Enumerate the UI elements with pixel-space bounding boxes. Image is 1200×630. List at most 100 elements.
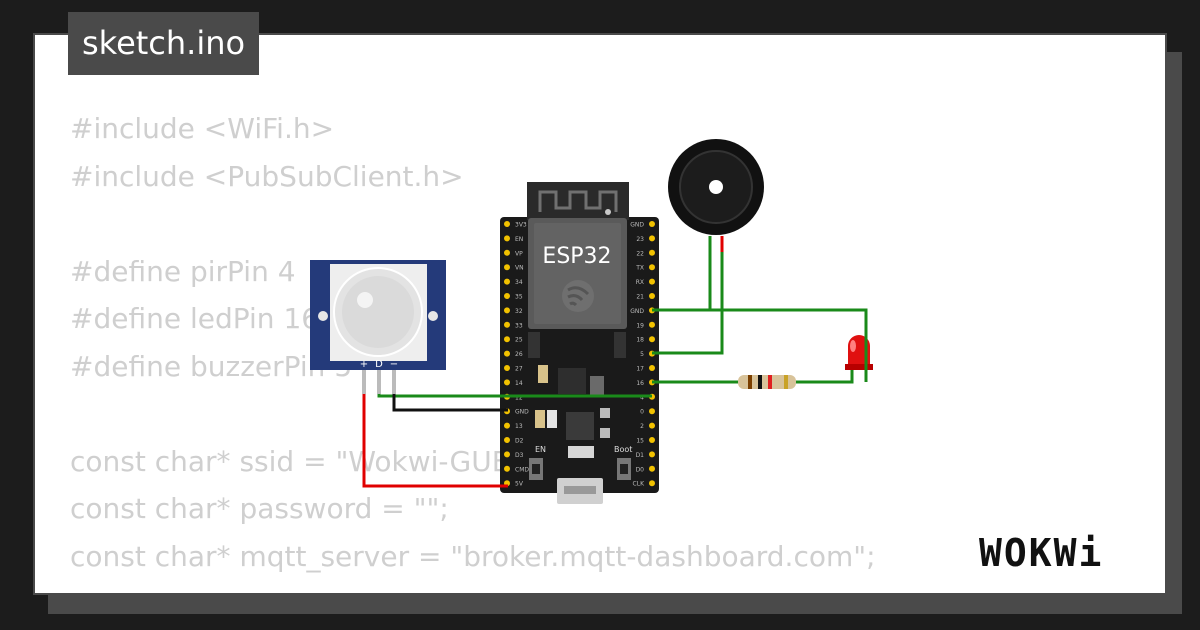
right-pin[interactable] — [649, 264, 655, 271]
right-pin-label: 19 — [636, 322, 644, 329]
right-pin[interactable] — [649, 408, 655, 415]
left-pin[interactable] — [504, 350, 510, 357]
boot-label: Boot — [614, 445, 632, 454]
left-pin[interactable] — [504, 379, 510, 386]
right-pin-label: 16 — [636, 380, 644, 387]
left-pin-label: 12 — [515, 394, 523, 401]
right-pin-label: 15 — [636, 438, 644, 445]
left-pin[interactable] — [504, 278, 510, 285]
wire-led-gnd[interactable] — [710, 308, 868, 382]
right-pin[interactable] — [649, 321, 655, 328]
right-pin-label: D1 — [636, 452, 645, 459]
left-pin-label: 32 — [515, 308, 523, 315]
left-pin[interactable] — [504, 336, 510, 343]
right-pin-label: 21 — [636, 294, 644, 301]
right-pin-label: 22 — [636, 250, 644, 257]
left-pin-label: 26 — [515, 351, 523, 358]
right-pin-label: 5 — [640, 351, 644, 358]
left-pin-label: CMD — [515, 466, 529, 473]
left-pin-label: 13 — [515, 423, 523, 430]
left-pin-label: 25 — [515, 337, 523, 344]
right-pin[interactable] — [649, 480, 655, 487]
left-pin[interactable] — [504, 307, 510, 314]
right-pin[interactable] — [649, 451, 655, 458]
left-pin-label: D3 — [515, 452, 524, 459]
left-pin[interactable] — [504, 235, 510, 242]
right-pin[interactable] — [649, 365, 655, 371]
right-pin-label: 2 — [640, 423, 644, 430]
left-pin[interactable] — [504, 422, 510, 429]
code-preview: #include <WiFi.h> #include <PubSubClient.… — [70, 105, 876, 580]
pir-pin-plus: + — [360, 359, 368, 370]
left-pin[interactable] — [504, 293, 510, 299]
wire-buzzer-signal[interactable] — [652, 236, 724, 355]
left-pin-label: 3V3 — [515, 222, 527, 229]
right-pin-label: 17 — [636, 366, 644, 373]
right-pin-label: GND — [630, 222, 644, 229]
left-pin-label: GND — [515, 409, 529, 416]
code-line: #define pirPin 4 — [70, 254, 296, 288]
left-pin-label: D2 — [515, 438, 524, 445]
left-pin[interactable] — [504, 249, 510, 256]
right-pin-label: 0 — [640, 409, 644, 416]
left-pin-label: 14 — [515, 380, 523, 387]
left-pin-label: 27 — [515, 366, 523, 373]
right-pin[interactable] — [649, 249, 655, 256]
wire-led-signal[interactable] — [652, 370, 854, 384]
code-line: #define buzzerPin 5 — [70, 349, 353, 383]
left-pin[interactable] — [504, 264, 510, 271]
right-pin[interactable] — [649, 437, 655, 443]
left-pin[interactable] — [504, 437, 510, 443]
pir-pin-data: D — [375, 359, 383, 370]
right-pin[interactable] — [649, 278, 655, 285]
right-pin[interactable] — [649, 336, 655, 343]
right-pin[interactable] — [649, 422, 655, 429]
wokwi-logo-text: WOKWi — [979, 531, 1103, 575]
esp32-board[interactable]: ESP32 EN Boot — [500, 182, 659, 504]
right-pin-label: GND — [630, 308, 644, 315]
left-pin[interactable] — [504, 321, 510, 328]
right-pin[interactable] — [649, 293, 655, 299]
code-line: const char* password = ""; — [70, 492, 449, 525]
left-pin-label: 5V — [515, 481, 524, 488]
code-line: #include <WiFi.h> — [70, 112, 335, 145]
pir-sensor-icon[interactable]: + D − — [310, 260, 446, 394]
wire-buzzer-gnd[interactable] — [652, 236, 712, 312]
left-pin-label: EN — [515, 236, 523, 243]
board-label: ESP32 — [542, 244, 611, 269]
buzzer-icon[interactable] — [668, 139, 764, 235]
left-pin-label: 35 — [515, 294, 523, 301]
right-pin[interactable] — [649, 235, 655, 242]
right-pin-label: CLK — [633, 481, 646, 488]
right-pin-label: D0 — [636, 466, 645, 473]
esp32-logo-icon — [562, 280, 594, 312]
right-pin-label: TX — [635, 265, 644, 272]
left-pin[interactable] — [504, 451, 510, 458]
usb-connector-icon — [557, 478, 603, 504]
right-pin-label: 23 — [636, 236, 644, 243]
pir-pin-minus: − — [390, 359, 398, 370]
code-line: #define ledPin 16 — [70, 302, 320, 335]
right-pin-label: RX — [636, 279, 644, 286]
left-pin-label: 34 — [515, 279, 523, 286]
wokwi-logo[interactable]: WOKWi — [975, 528, 1155, 578]
right-pin-label: 18 — [636, 337, 644, 344]
right-pin[interactable] — [649, 465, 655, 472]
code-line: #include <PubSubClient.h> — [70, 159, 464, 193]
code-line: const char* mqtt_server = "broker.mqtt-d… — [70, 539, 876, 573]
wire-pir-vcc[interactable] — [362, 394, 508, 488]
left-pin-label: VN — [515, 265, 524, 272]
left-pin[interactable] — [504, 365, 510, 371]
right-pin[interactable] — [649, 221, 655, 227]
right-pin-label: 4 — [640, 394, 644, 401]
left-pin[interactable] — [504, 221, 510, 227]
file-tab[interactable]: sketch.ino — [68, 12, 260, 75]
left-pin-label: 33 — [515, 322, 523, 329]
led-icon[interactable] — [845, 335, 873, 370]
left-pin-label: VP — [515, 250, 523, 257]
left-pin[interactable] — [504, 465, 510, 472]
wire-pir-gnd[interactable] — [392, 394, 508, 412]
en-label: EN — [535, 445, 546, 454]
wire-pir-data[interactable] — [377, 394, 652, 398]
